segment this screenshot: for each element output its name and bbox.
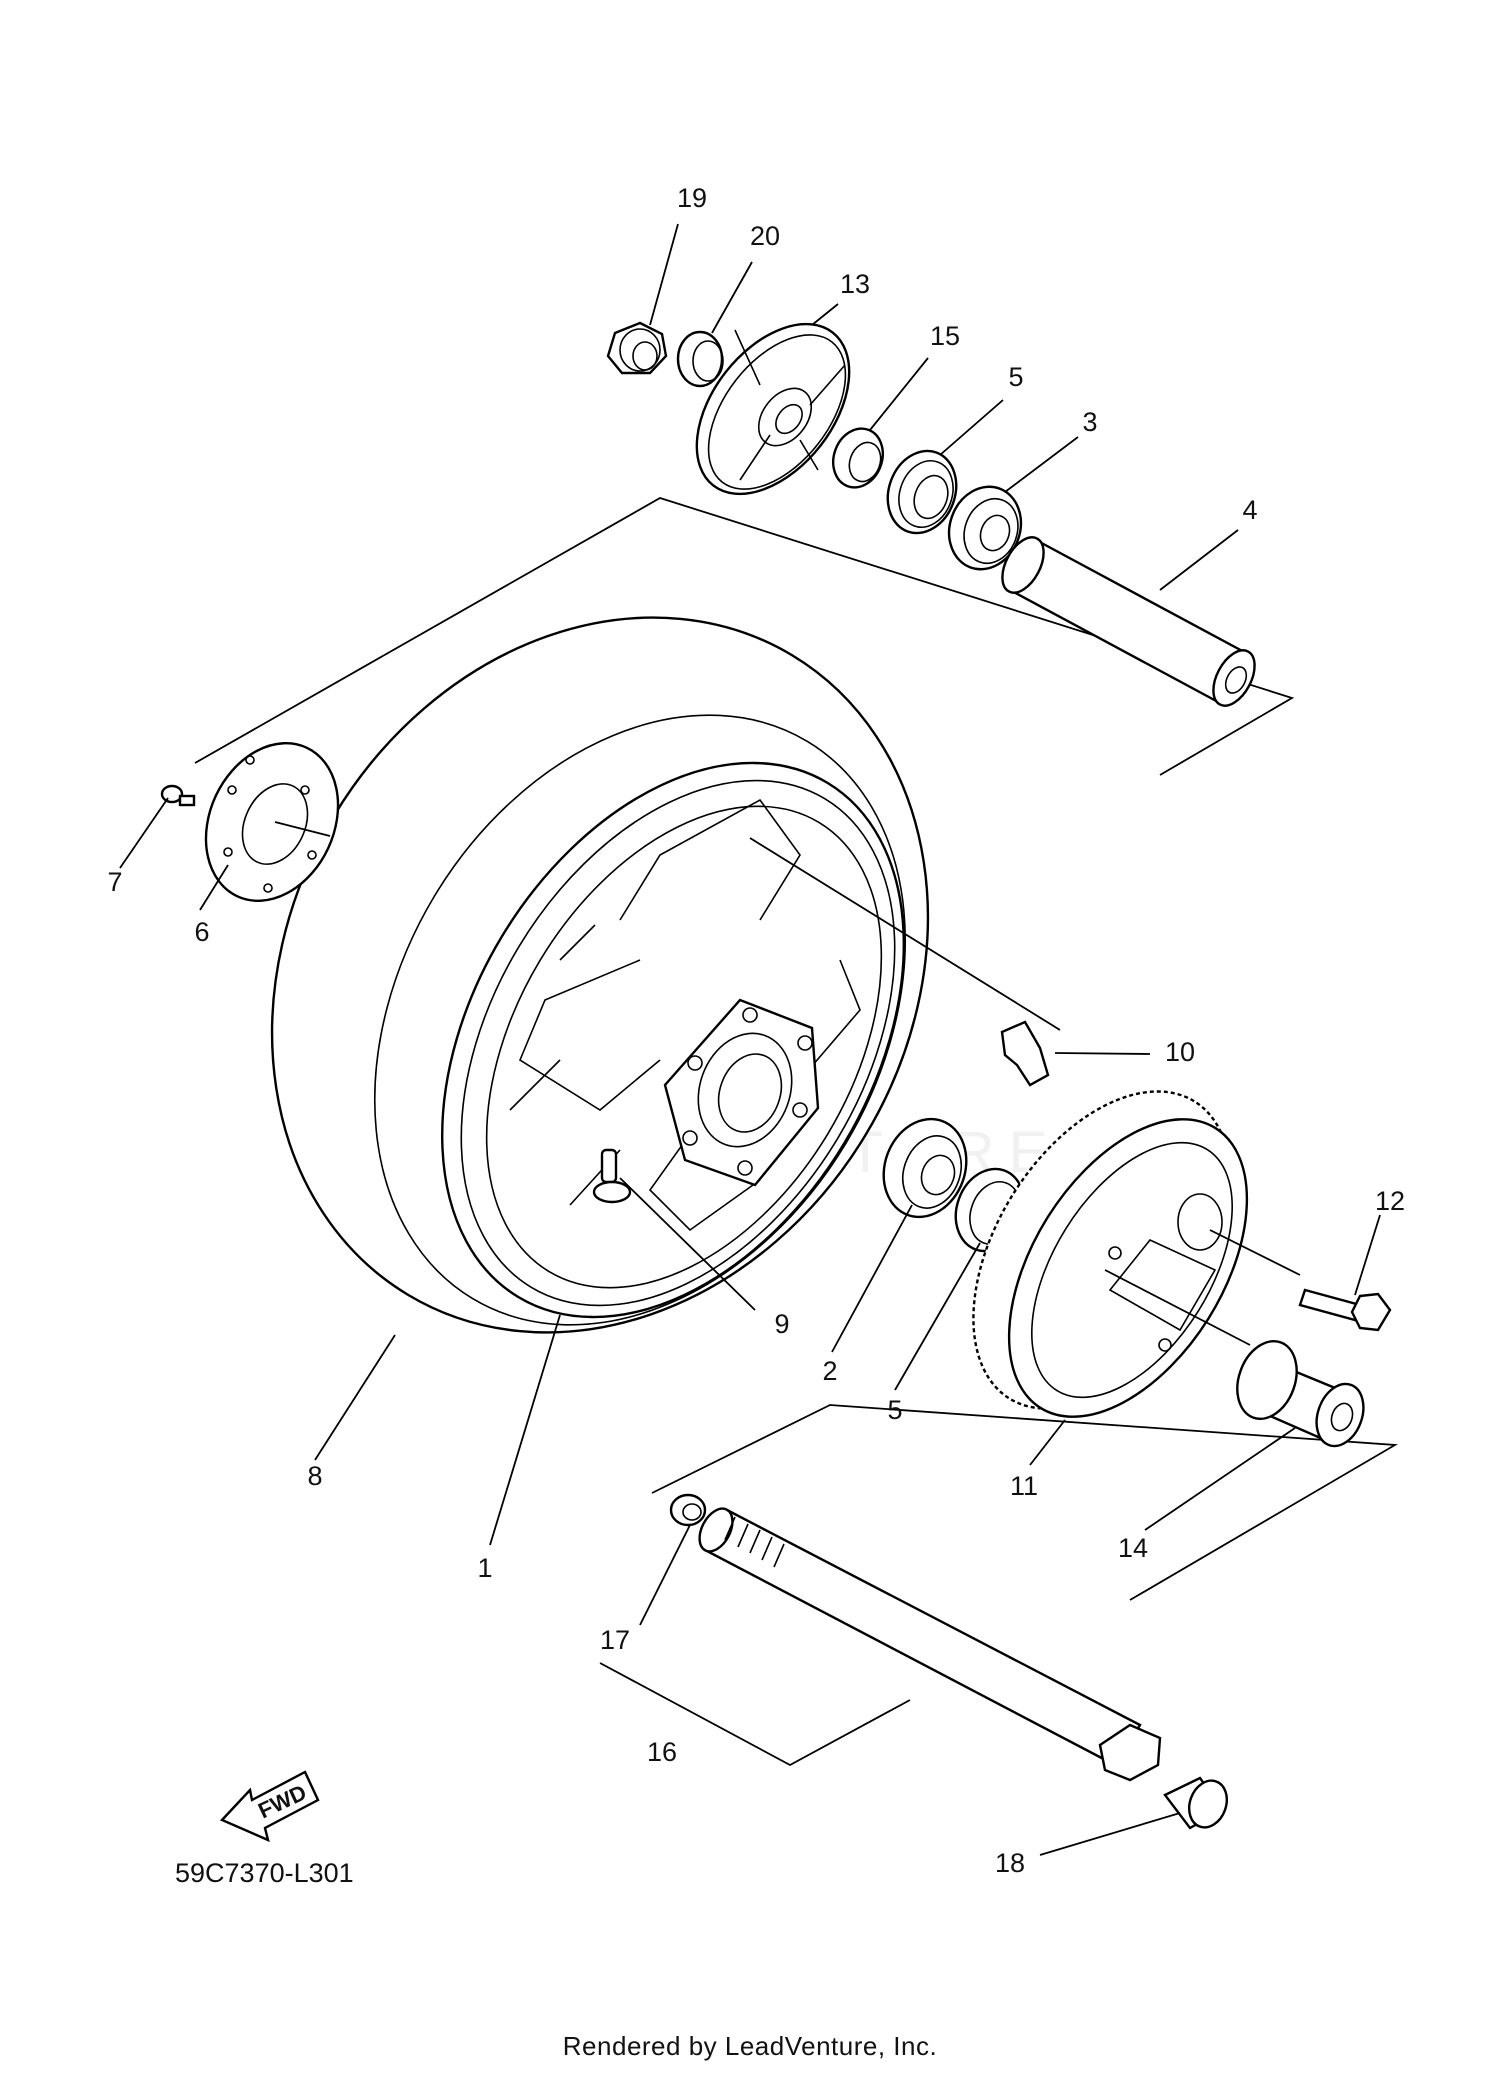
callout-6: 6 (194, 917, 209, 947)
footer-credit: Rendered by LeadVenture, Inc. (563, 2031, 937, 2061)
callout-12: 12 (1375, 1186, 1405, 1216)
callout-2: 2 (822, 1356, 837, 1386)
shaft-group-bracket (599, 1662, 911, 1767)
oil-seal-5-top (886, 449, 958, 535)
fwd-direction-arrow: FWD (219, 1770, 320, 1843)
callout-8: 8 (307, 1461, 322, 1491)
cap-18 (1163, 1776, 1229, 1830)
callout-18: 18 (995, 1848, 1025, 1878)
callout-4: 4 (1242, 495, 1257, 525)
callout-1: 1 (477, 1553, 492, 1583)
bearing-2 (882, 1117, 968, 1219)
collar-15 (832, 427, 884, 489)
spacer-tube-4 (1001, 536, 1256, 707)
callout-17: 17 (600, 1625, 630, 1655)
bearing-3 (947, 485, 1023, 571)
callout-11: 11 (1010, 1471, 1038, 1501)
callout-7: 7 (107, 867, 122, 897)
washer-20 (676, 330, 724, 388)
callout-5-top: 5 (1008, 362, 1023, 392)
catalog-code: 59C7370-L301 (175, 1858, 354, 1888)
callout-14: 14 (1118, 1533, 1148, 1563)
callout-10: 10 (1165, 1037, 1195, 1067)
leader-lines (119, 223, 1381, 1856)
callout-16: 16 (647, 1737, 677, 1767)
pulley-13 (695, 322, 851, 496)
plate-6 (204, 741, 340, 903)
screw-7 (160, 784, 196, 807)
collar-14 (1236, 1340, 1365, 1448)
callout-3: 3 (1082, 407, 1097, 437)
callout-5-bottom: 5 (887, 1395, 902, 1425)
callout-15: 15 (930, 321, 960, 351)
top-assembly-boundary (194, 497, 1295, 776)
clip-10 (1000, 1020, 1050, 1087)
callout-13: 13 (840, 269, 870, 299)
callout-labels: 19 20 13 15 5 3 4 7 6 10 12 9 2 5 11 14 … (107, 183, 1405, 1878)
callout-20: 20 (750, 221, 780, 251)
axle-shaft-16 (698, 1507, 1162, 1782)
axle-assembly-boundary (651, 1404, 1398, 1601)
callout-9: 9 (774, 1309, 789, 1339)
plug-17 (669, 1493, 707, 1527)
axle-nut-19 (606, 321, 668, 375)
pulley-11 (972, 1090, 1249, 1418)
bolt-12 (1298, 1288, 1392, 1332)
callout-19: 19 (677, 183, 707, 213)
wheel-rim-1 (441, 761, 905, 1319)
valve-9 (592, 1148, 632, 1204)
